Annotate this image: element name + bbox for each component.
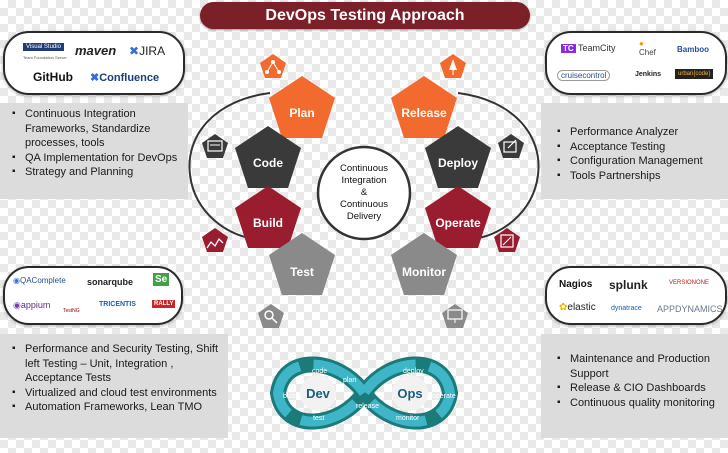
bullet-item: Continuous Integration Frameworks, Stand…: [12, 107, 182, 151]
sonarqube-logo: sonarqube: [87, 277, 134, 287]
network-icon: [260, 54, 286, 78]
infinity-label: code: [312, 368, 327, 375]
confluence-logo: ✖Confluence: [90, 72, 160, 84]
rally-logo: RALLY: [152, 300, 176, 308]
center-text-line: Integration: [342, 175, 387, 186]
right-connector-arc: [457, 92, 540, 239]
appium-icon: ◉: [13, 300, 21, 310]
center-text-line: Continuous: [340, 199, 388, 210]
jira-icon: ✖: [129, 44, 140, 58]
bullet-item: Automation Frameworks, Lean TMO: [12, 400, 222, 415]
appdynamics-logo: APPDYNAMICS: [657, 304, 723, 314]
rocket-icon: [440, 54, 466, 78]
infinity-ops-label: Ops: [397, 386, 422, 401]
cruisecontrol-logo: cruisecontrol: [557, 70, 611, 81]
stage-code-label: Code: [253, 156, 283, 170]
bullets-bottom-right: Maintenance and Production Support Relea…: [541, 334, 728, 438]
maven-logo: maven: [75, 43, 117, 58]
chef-icon: ●: [639, 39, 644, 48]
infinity-label: operate: [432, 393, 456, 400]
logo-panel-top-right: TC TeamCity ●Chef Bamboo cruisecontrol J…: [545, 31, 727, 95]
bullets-top-left: Continuous Integration Frameworks, Stand…: [0, 103, 188, 199]
bamboo-logo: Bamboo: [677, 45, 709, 54]
stage-deploy-label: Deploy: [438, 156, 478, 170]
center-text-line: Continuous: [340, 163, 388, 174]
center-text-line: Delivery: [347, 211, 382, 222]
stage-operate-label: Operate: [435, 216, 481, 230]
jira-logo: ✖JIRA: [129, 44, 166, 58]
urbancode-logo: urban{code}: [675, 69, 714, 79]
bullet-item: Configuration Management: [557, 154, 724, 169]
monitor-icon: [442, 304, 468, 328]
elastic-icon: ✿: [559, 302, 568, 313]
bullet-item: Continuous quality monitoring: [557, 396, 724, 411]
stage-deploy-shape: [425, 126, 491, 188]
left-connector-arc: [188, 92, 271, 239]
stage-release-shape: [391, 76, 457, 138]
tricentis-logo: TRICENTIS: [99, 301, 136, 308]
bullet-item: Performance Analyzer: [557, 125, 724, 140]
testng-logo: TestNG: [63, 308, 80, 314]
stage-monitor-shape: [391, 233, 457, 295]
bullet-item: Release & CIO Dashboards: [557, 381, 724, 396]
stage-release-label: Release: [401, 106, 447, 120]
selenium-logo: Se: [153, 273, 170, 286]
stage-monitor-label: Monitor: [402, 265, 446, 279]
nagios-logo: Nagios: [559, 279, 593, 290]
bullet-item: Tools Partnerships: [557, 169, 724, 184]
devops-infinity-logo: Dev Ops code plan build test release dep…: [269, 356, 459, 430]
center-text-line: &: [361, 187, 368, 198]
splunk-logo: splunk: [609, 278, 648, 292]
stage-operate-shape: [425, 186, 491, 248]
teamcity-logo: TC TeamCity: [561, 43, 616, 53]
infinity-dev-label: Dev: [306, 386, 331, 401]
tfs-logo-caption: Team Foundation Server: [23, 55, 67, 60]
github-logo: GitHub: [33, 70, 73, 84]
qacomplete-logo: ◉QAComplete: [13, 276, 66, 285]
stage-test-label: Test: [290, 265, 314, 279]
magnify-icon: [258, 304, 284, 328]
bullet-item: QA Implementation for DevOps: [12, 151, 182, 166]
infinity-label: plan: [343, 377, 356, 384]
stage-build-label: Build: [253, 216, 283, 230]
logo-panel-top-left: Visual Studio Team Foundation Server mav…: [3, 31, 185, 95]
teamcity-icon: TC: [561, 44, 576, 53]
bullet-item: Acceptance Testing: [557, 140, 724, 155]
infinity-label: release: [356, 403, 379, 410]
operate-icon: [494, 228, 520, 252]
bullet-item: Performance and Security Testing, Shift …: [12, 342, 222, 386]
stage-plan-label: Plan: [289, 106, 314, 120]
chef-logo: ●Chef: [639, 39, 656, 57]
qacomplete-icon: ◉: [13, 276, 20, 285]
bullet-item: Virtualized and cloud test environments: [12, 386, 222, 401]
logo-panel-bottom-left: ◉QAComplete sonarqube Se ◉appium TestNG …: [3, 266, 183, 325]
code-icon: [202, 134, 228, 158]
appium-logo: ◉appium: [13, 300, 51, 310]
logo-panel-bottom-right: Nagios splunk VERSIONONE ✿elastic dynatr…: [545, 266, 727, 325]
bullet-item: Strategy and Planning: [12, 165, 182, 180]
bullet-item: Maintenance and Production Support: [557, 352, 724, 381]
elastic-logo: ✿elastic: [559, 302, 596, 313]
infinity-label: monitor: [396, 415, 420, 422]
versionone-logo: VERSIONONE: [669, 280, 710, 286]
dynatrace-logo: dynatrace: [611, 305, 642, 312]
page-title: DevOps Testing Approach: [200, 2, 530, 29]
confluence-icon: ✖: [90, 72, 100, 84]
infinity-label: deploy: [403, 368, 424, 375]
stage-test-shape: [269, 233, 335, 295]
jenkins-logo: Jenkins: [635, 71, 662, 78]
stage-build-shape: [235, 186, 301, 248]
visual-studio-logo: Visual Studio: [23, 43, 64, 51]
chart-icon: [202, 228, 228, 252]
center-circle: [316, 145, 412, 241]
stage-plan-shape: [269, 76, 335, 138]
bullets-bottom-left: Performance and Security Testing, Shift …: [0, 334, 228, 438]
infinity-label: build: [283, 393, 298, 400]
deploy-icon: [498, 134, 524, 158]
infinity-label: test: [313, 415, 324, 422]
bullets-top-right: Performance Analyzer Acceptance Testing …: [541, 103, 728, 199]
stage-code-shape: [235, 126, 301, 188]
